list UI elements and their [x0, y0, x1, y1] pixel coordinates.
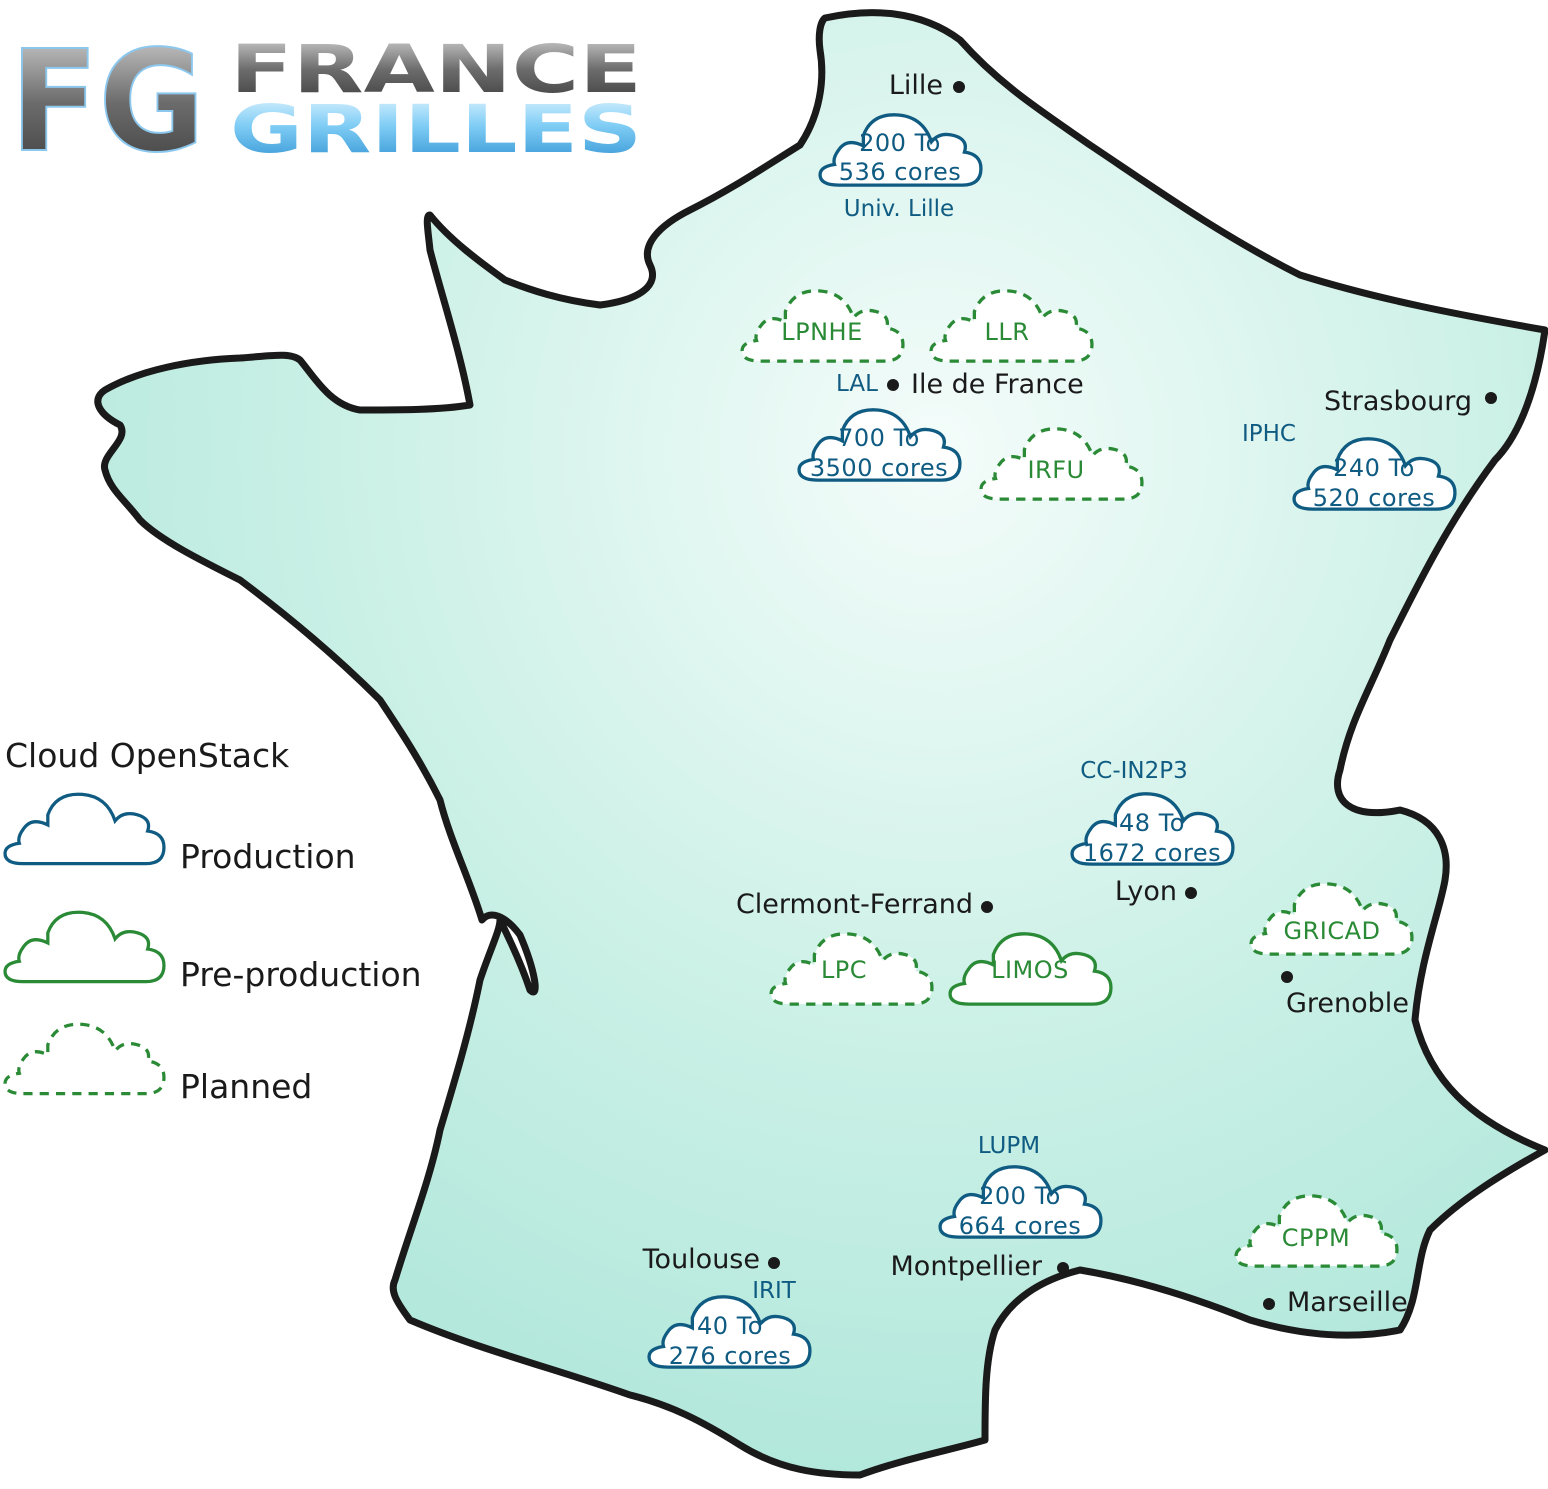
site-lupm-lab: LUPM	[978, 1133, 1040, 1159]
city-label-toulouse: Toulouse	[642, 1244, 760, 1275]
city-dot-montpellier	[1057, 1262, 1069, 1274]
site-limos: LIMOS	[948, 932, 1113, 1006]
logo-line1: FRANCE	[230, 31, 642, 108]
site-lille: 200 To 536 cores Univ. Lille	[818, 113, 983, 222]
legend-production-label: Production	[180, 837, 356, 876]
site-limos-lab: LIMOS	[991, 956, 1069, 984]
city-label-lille: Lille	[889, 70, 943, 101]
france-map	[94, 9, 1548, 1479]
city-label-montpellier: Montpellier	[891, 1251, 1043, 1282]
site-ccin2p3-cores: 1672 cores	[1083, 839, 1221, 867]
city-label-marseille: Marseille	[1287, 1287, 1408, 1318]
site-gricad: GRICAD	[1249, 882, 1414, 956]
site-gricad-lab: GRICAD	[1283, 917, 1380, 945]
site-lal-cores: 3500 cores	[810, 454, 948, 482]
city-dot-toulouse	[768, 1257, 780, 1269]
legend: Cloud OpenStack Production Pre-productio…	[3, 736, 422, 1106]
site-lpnhe: LPNHE	[740, 289, 905, 363]
city-dot-clermont-ferrand	[981, 901, 993, 913]
site-llr: LLR	[929, 289, 1094, 363]
legend-planned-cloud-icon	[3, 1022, 166, 1096]
city-dot-ile-de-france	[887, 379, 899, 391]
site-lille-lab: Univ. Lille	[844, 196, 954, 222]
site-cppm: CPPM	[1234, 1194, 1399, 1268]
site-lpc-lab: LPC	[821, 956, 867, 984]
city-dot-marseille	[1263, 1298, 1275, 1310]
site-lal-storage: 700 To	[838, 424, 920, 452]
france-grilles-logo: FG FRANCE GRILLES	[9, 20, 642, 185]
site-lal-lab: LAL	[836, 371, 878, 397]
site-lupm: LUPM 200 To 664 cores	[938, 1133, 1103, 1240]
city-dot-strasbourg	[1485, 392, 1497, 404]
city-label-strasbourg: Strasbourg	[1324, 386, 1472, 417]
city-label-ile-de-france: Ile de France	[911, 369, 1084, 400]
legend-planned-label: Planned	[180, 1067, 312, 1106]
city-label-lyon: Lyon	[1115, 876, 1177, 907]
city-dot-lyon	[1185, 887, 1197, 899]
legend-production-cloud-icon	[3, 792, 166, 866]
site-ccin2p3-lab: CC-IN2P3	[1080, 758, 1188, 784]
city-dot-grenoble	[1281, 971, 1293, 983]
city-label-grenoble: Grenoble	[1286, 988, 1409, 1019]
legend-title: Cloud OpenStack	[5, 736, 290, 775]
site-lupm-storage: 200 To	[979, 1182, 1061, 1210]
city-label-clermont-ferrand: Clermont-Ferrand	[736, 889, 973, 920]
site-llr-lab: LLR	[985, 318, 1030, 346]
cities: Lille Ile de France Strasbourg Clermont-…	[642, 70, 1497, 1318]
city-dot-lille	[953, 81, 965, 93]
site-irit-lab: IRIT	[752, 1278, 797, 1304]
legend-preproduction-label: Pre-production	[180, 955, 422, 994]
site-irit: IRIT 40 To 276 cores	[647, 1278, 812, 1370]
site-irit-storage: 40 To	[697, 1312, 763, 1340]
site-lille-cores: 536 cores	[839, 158, 961, 186]
site-ccin2p3: CC-IN2P3 48 To 1672 cores	[1070, 758, 1235, 867]
logo-line2: GRILLES	[230, 91, 642, 168]
site-lal: LAL 700 To 3500 cores	[797, 371, 962, 482]
site-iphc-cores: 520 cores	[1313, 484, 1435, 512]
site-lupm-cores: 664 cores	[959, 1212, 1081, 1240]
site-iphc: IPHC 240 To 520 cores	[1242, 421, 1457, 512]
legend-preproduction-cloud-icon	[3, 910, 166, 984]
site-irit-cores: 276 cores	[669, 1342, 791, 1370]
site-ccin2p3-storage: 48 To	[1119, 809, 1185, 837]
logo-monogram: FG	[10, 21, 205, 184]
site-irfu-lab: IRFU	[1027, 456, 1084, 484]
site-irfu: IRFU	[979, 427, 1144, 501]
site-lpnhe-lab: LPNHE	[781, 318, 863, 346]
site-iphc-lab: IPHC	[1242, 421, 1296, 447]
site-lpc: LPC	[769, 932, 934, 1006]
site-iphc-storage: 240 To	[1333, 454, 1415, 482]
site-lille-storage: 200 To	[859, 129, 941, 157]
site-cppm-lab: CPPM	[1282, 1224, 1350, 1252]
